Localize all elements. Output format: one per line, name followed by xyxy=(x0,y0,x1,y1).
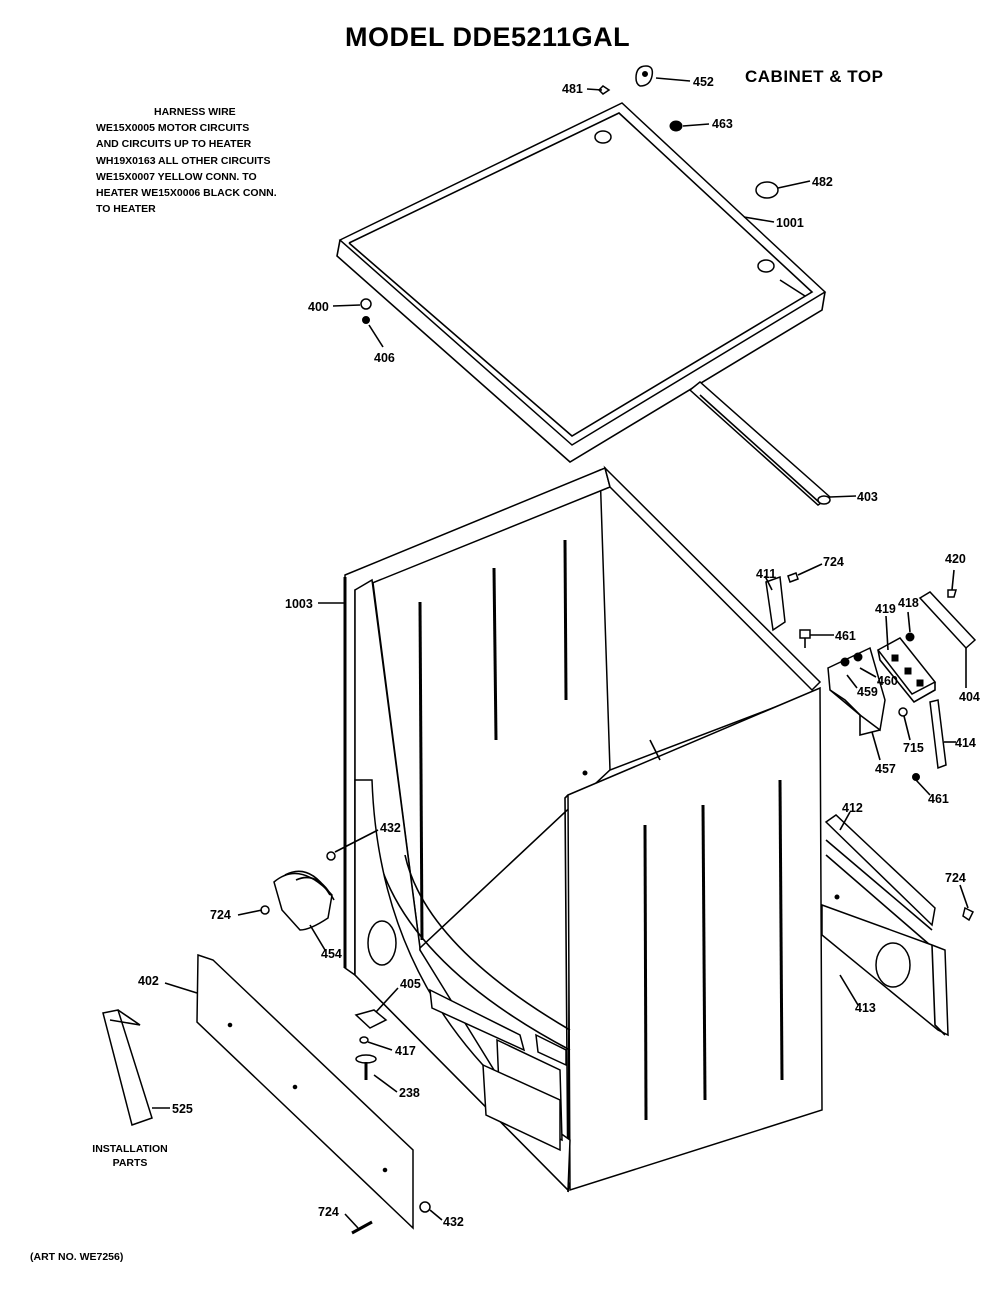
part-label: 482 xyxy=(812,175,833,189)
door-switch-part xyxy=(273,870,335,931)
leader-lines xyxy=(152,77,969,1229)
nut-417-part xyxy=(359,1036,369,1044)
terminal-block-bracket xyxy=(827,646,886,737)
part-label: 413 xyxy=(855,1001,876,1015)
top-panel xyxy=(336,102,827,463)
installation-parts-label: INSTALLATION PARTS xyxy=(70,1142,190,1170)
clip-432b-part xyxy=(419,1201,431,1213)
nut-418-part xyxy=(905,632,915,642)
leveling-leg-part xyxy=(355,1054,377,1080)
part-label: 454 xyxy=(321,947,342,961)
lock-bracket-part xyxy=(354,1009,388,1029)
part-label: 414 xyxy=(955,736,976,750)
part-label: 403 xyxy=(857,490,878,504)
installation-parts-bag xyxy=(102,1009,153,1126)
part-label: 525 xyxy=(172,1102,193,1116)
part-label: 459 xyxy=(857,685,878,699)
rubber-bumper-part xyxy=(669,120,683,132)
installation-label-line: INSTALLATION xyxy=(92,1143,168,1155)
screw-724b-part xyxy=(962,906,975,922)
part-label: 724 xyxy=(210,908,231,922)
part-label: 402 xyxy=(138,974,159,988)
installation-label-line: PARTS xyxy=(112,1157,148,1169)
section-title: CABINET & TOP xyxy=(745,67,884,86)
screw-724c-part xyxy=(260,905,270,915)
part-label: 405 xyxy=(400,977,421,991)
harness-note-line: WE15X0005 MOTOR CIRCUITS xyxy=(96,122,250,135)
art-number: (ART NO. WE7256) xyxy=(30,1251,124,1263)
screw-461-part xyxy=(799,629,811,648)
toe-kick-panel xyxy=(196,953,414,1230)
part-label: 724 xyxy=(318,1205,339,1219)
clip-400-part xyxy=(360,298,372,324)
harness-note-line: TO HEATER xyxy=(96,203,156,216)
part-label: 452 xyxy=(693,75,714,89)
rear-panel-rail xyxy=(824,814,936,946)
harness-wire-note: HARNESS WIRE WE15X0005 MOTOR CIRCUITS AN… xyxy=(96,104,277,217)
top-front-bracket xyxy=(688,381,832,506)
clip-432-part xyxy=(326,851,336,861)
hinge-clip-part xyxy=(635,65,654,87)
screw-715-part xyxy=(898,707,908,717)
part-label: 406 xyxy=(374,351,395,365)
model-title: MODEL DDE5211GAL xyxy=(345,22,631,52)
part-label: 481 xyxy=(562,82,583,96)
cabinet-body xyxy=(343,465,823,1193)
part-label: 411 xyxy=(756,567,776,581)
part-label: 461 xyxy=(835,629,856,643)
part-label: 417 xyxy=(395,1044,416,1058)
strain-relief-strap xyxy=(929,699,947,770)
part-label: 463 xyxy=(712,117,733,131)
part-label: 457 xyxy=(875,762,896,776)
terminal-cover-plate xyxy=(765,575,786,632)
part-label: 420 xyxy=(945,552,966,566)
harness-note-line: WE15X0007 YELLOW CONN. TO xyxy=(96,170,257,183)
terminal-block xyxy=(876,637,937,704)
part-label: 238 xyxy=(399,1086,420,1100)
screw-724-part xyxy=(787,572,799,583)
part-label: 400 xyxy=(308,300,329,314)
part-label: 432 xyxy=(380,821,401,835)
part-number-labels: 481 452 463 482 1001 400 406 403 1003 41… xyxy=(138,75,980,1229)
part-label: 418 xyxy=(898,596,919,610)
part-label: 715 xyxy=(903,741,924,755)
screw-724d-part xyxy=(351,1220,373,1235)
terminal-cover-404 xyxy=(918,591,977,665)
part-label: 460 xyxy=(877,674,898,688)
part-label: 461 xyxy=(928,792,949,806)
part-label: 404 xyxy=(959,690,980,704)
part-label: 1003 xyxy=(285,597,313,611)
part-label: 1001 xyxy=(776,216,804,230)
rear-panel xyxy=(821,903,949,1037)
plug-button-part xyxy=(755,181,779,199)
part-label: 432 xyxy=(443,1215,464,1229)
part-label: 419 xyxy=(875,602,896,616)
part-label: 724 xyxy=(945,871,966,885)
part-label: 412 xyxy=(842,801,863,815)
screw-part xyxy=(597,85,611,95)
harness-note-title: HARNESS WIRE xyxy=(154,106,236,118)
part-label: 724 xyxy=(823,555,844,569)
screw-420-part xyxy=(947,589,957,598)
screw-461b-part xyxy=(912,773,920,781)
harness-note-line: AND CIRCUITS UP TO HEATER xyxy=(96,138,252,151)
harness-note-line: HEATER WE15X0006 BLACK CONN. xyxy=(96,187,277,200)
harness-note-line: WH19X0163 ALL OTHER CIRCUITS xyxy=(96,154,271,167)
